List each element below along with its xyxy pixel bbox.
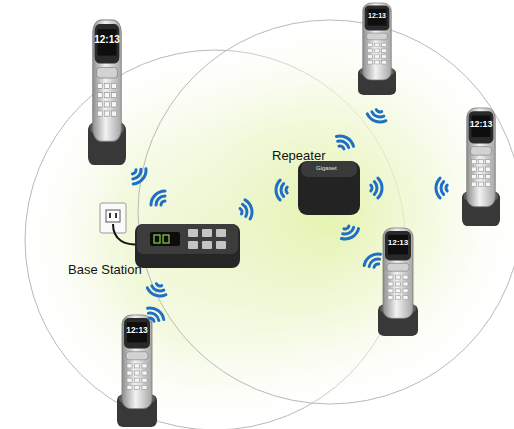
- handset-node: 12:13: [88, 20, 126, 165]
- handset: [462, 108, 500, 226]
- screen-clock: 12:13: [462, 120, 500, 129]
- signal-waves: [436, 178, 447, 198]
- radio-signals: [128, 107, 447, 325]
- signal-waves: [146, 281, 168, 298]
- device-label: Repeater: [272, 148, 325, 163]
- base-station-device: [135, 224, 240, 268]
- signal-waves: [276, 180, 287, 200]
- screen-clock: 12:13: [117, 326, 157, 334]
- signal-waves: [371, 178, 382, 198]
- screen-clock: 12:13: [378, 239, 418, 247]
- signal-waves: [338, 223, 361, 243]
- brand-logo: Gigaset: [316, 165, 337, 172]
- handset: [378, 228, 418, 336]
- handset-node: 12:13: [358, 3, 396, 95]
- signal-waves: [366, 107, 388, 124]
- signal-waves: [238, 199, 254, 221]
- handset: [358, 3, 396, 95]
- handset-node: 12:13: [462, 108, 500, 226]
- signal-waves: [148, 188, 170, 210]
- handset: [117, 315, 157, 427]
- handset-node: 12:13: [378, 228, 418, 336]
- signal-waves: [333, 133, 356, 153]
- screen-clock: 12:13: [358, 12, 396, 19]
- coverage-circle: [138, 20, 514, 404]
- signal-waves: [128, 164, 149, 186]
- signal-waves: [144, 305, 167, 326]
- repeater-device: [298, 161, 360, 215]
- signal-waves: [362, 251, 385, 272]
- device-label: Base Station: [68, 262, 142, 277]
- screen-clock: 12:13: [88, 35, 126, 45]
- handset-node: 12:13: [117, 315, 157, 427]
- handset: [88, 20, 126, 165]
- device-node: Base Station: [135, 224, 240, 268]
- handset-illustrations: [88, 3, 500, 427]
